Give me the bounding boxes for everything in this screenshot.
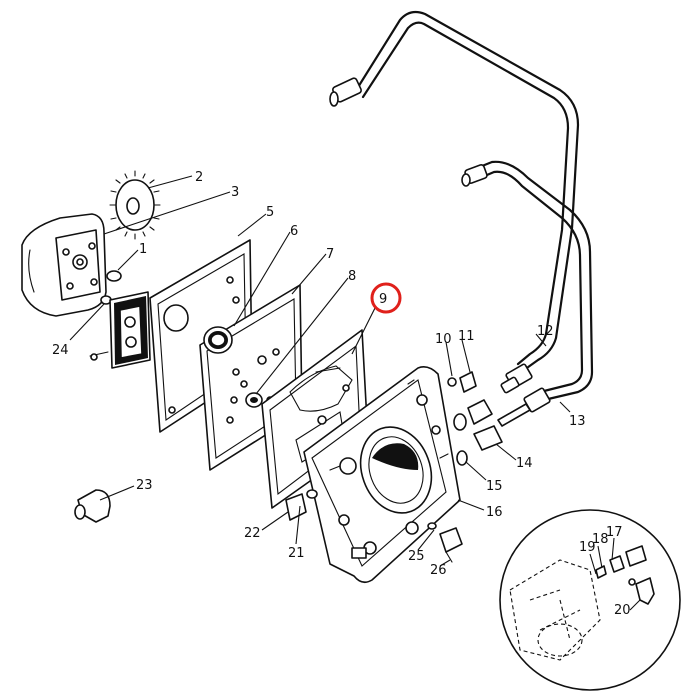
pipe-nut-13 xyxy=(497,387,551,427)
callout-24: 24 xyxy=(52,343,69,358)
callout-7: 7 xyxy=(326,247,334,262)
callout-9: 9 xyxy=(379,292,387,307)
callout-17: 17 xyxy=(606,525,623,540)
detail-inset xyxy=(499,509,681,691)
cover-plate-small xyxy=(89,291,151,369)
callout-labels: 2 3 1 24 5 6 7 8 9 10 11 12 13 14 15 16 … xyxy=(52,170,631,618)
pipe-end-fitting-top xyxy=(329,77,488,187)
callout-26: 26 xyxy=(430,563,447,578)
pipe-assembly xyxy=(329,10,594,427)
callout-10: 10 xyxy=(435,332,452,347)
callout-19: 19 xyxy=(579,540,596,555)
seal-part-8 xyxy=(245,392,263,408)
callout-2: 2 xyxy=(195,170,203,185)
pump-housing-part-3 xyxy=(21,213,107,317)
callout-20: 20 xyxy=(614,603,631,618)
callout-5: 5 xyxy=(266,205,274,220)
callout-12: 12 xyxy=(537,324,554,339)
highlight-circle xyxy=(370,282,402,314)
callout-14: 14 xyxy=(516,456,533,471)
callout-15: 15 xyxy=(486,479,503,494)
callout-3: 3 xyxy=(231,185,239,200)
fittings-bottom xyxy=(285,489,463,563)
pipe-nut-12 xyxy=(500,363,533,394)
gasket-part-9 xyxy=(289,365,353,463)
callout-11: 11 xyxy=(458,329,475,344)
fittings-right xyxy=(447,371,503,466)
o-ring-part-1 xyxy=(106,270,122,282)
gear-part-2 xyxy=(109,170,161,240)
callout-23: 23 xyxy=(136,478,153,493)
callout-6: 6 xyxy=(290,224,298,239)
callout-21: 21 xyxy=(288,546,305,561)
elbow-part-23 xyxy=(74,489,111,523)
callout-25: 25 xyxy=(408,549,425,564)
valve-body-part-16 xyxy=(303,366,461,584)
callout-1: 1 xyxy=(139,242,147,257)
callout-22: 22 xyxy=(244,526,261,541)
callout-8: 8 xyxy=(348,269,356,284)
callout-13: 13 xyxy=(569,414,586,429)
leader-lines xyxy=(69,175,641,611)
callout-18: 18 xyxy=(592,532,609,547)
callout-16: 16 xyxy=(486,505,503,520)
